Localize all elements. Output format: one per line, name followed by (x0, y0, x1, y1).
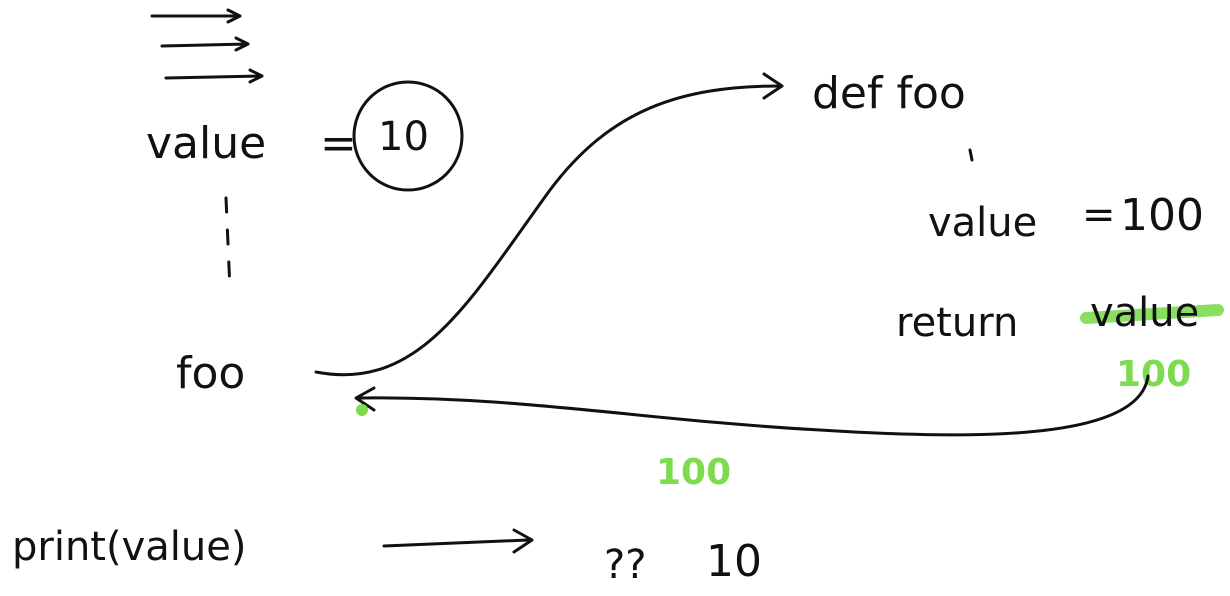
return-dot (356, 404, 368, 416)
return-arrowhead (354, 386, 376, 412)
def-tick (968, 148, 974, 162)
inner-equals: = (1082, 192, 1116, 238)
print-arrow (382, 528, 534, 554)
call-arrowhead (762, 72, 784, 100)
assignment-equals: = (320, 118, 357, 169)
top-left-scribble-lines (150, 8, 264, 84)
function-definition: def foo (812, 68, 966, 119)
assignment-variable: value (146, 118, 266, 169)
dashed-connector (224, 196, 232, 292)
print-statement: print(value) (12, 524, 246, 570)
assignment-value: 10 (378, 114, 429, 160)
function-call-label: foo (176, 348, 245, 399)
inner-value: 100 (1120, 190, 1204, 241)
output-prefix: ?? (604, 542, 646, 588)
value-circle (352, 80, 464, 192)
returned-value-highlight: 100 (656, 452, 731, 493)
return-arrow (356, 374, 1150, 437)
return-result-highlight: 100 (1116, 354, 1191, 395)
inner-variable: value (928, 200, 1037, 246)
return-highlight (1080, 304, 1224, 324)
output-value: 10 (706, 536, 762, 587)
call-arrow (314, 84, 782, 377)
return-expression: value (1090, 290, 1199, 336)
return-keyword: return (896, 300, 1018, 346)
